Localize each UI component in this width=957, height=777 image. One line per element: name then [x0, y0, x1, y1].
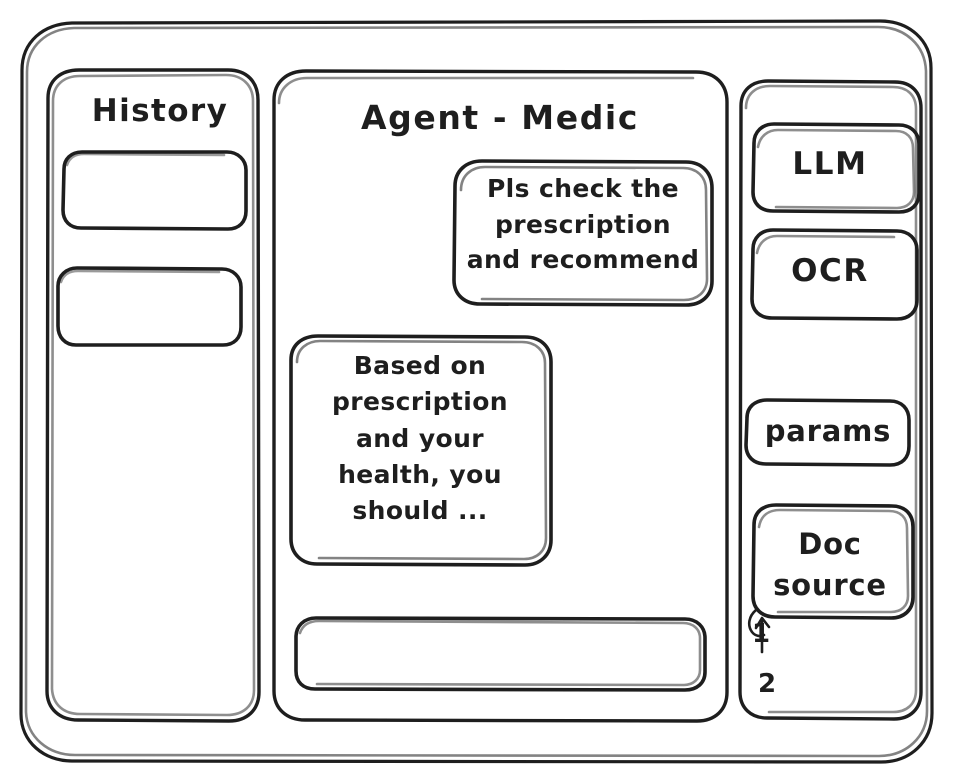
history-item-1[interactable] — [63, 152, 247, 230]
doc-source-item-1[interactable] — [750, 614, 810, 654]
params-button[interactable] — [746, 400, 910, 466]
tool-ocr-button[interactable] — [752, 230, 918, 320]
message-input[interactable] — [296, 618, 706, 691]
doc-source-item-2[interactable] — [752, 660, 812, 702]
doc-source-button[interactable] — [753, 505, 914, 619]
assistant-message-bubble[interactable] — [291, 336, 552, 566]
history-item-2[interactable] — [58, 268, 242, 346]
tool-llm-button[interactable] — [753, 124, 920, 213]
user-message-bubble[interactable] — [454, 161, 713, 306]
